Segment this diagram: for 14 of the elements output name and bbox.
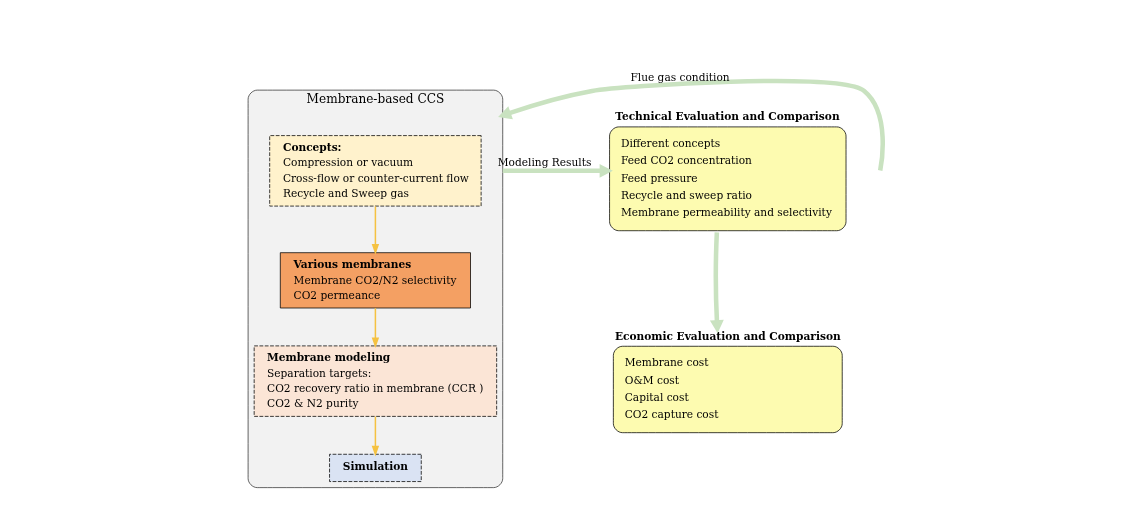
- edge-label: Flue gas condition: [630, 71, 730, 84]
- arrow: [371, 307, 380, 349]
- node-box: Membrane modeling Separation targets: CO2 recovery ratio in membrane (CCR ) CO2 & N2 purity: [253, 345, 498, 417]
- arrow: [502, 163, 613, 178]
- node-label: Economic Evaluation and Comparison: [614, 329, 841, 342]
- node-box: Simulation: [329, 453, 422, 482]
- edge-label: Modeling Results: [497, 155, 592, 168]
- arrow: [371, 205, 380, 255]
- node-label: Technical Evaluation and Comparison: [615, 110, 840, 123]
- arrow: [498, 78, 885, 171]
- node-box: Various membranes Membrane CO2/N2 selectivity CO2 permeance: [279, 252, 471, 309]
- node-box: Concepts: Compression or vacuum Cross-flow or counter-current flow Recycle and Sweep gas: [269, 135, 482, 207]
- arrow: [709, 232, 724, 334]
- arrow: [371, 415, 380, 457]
